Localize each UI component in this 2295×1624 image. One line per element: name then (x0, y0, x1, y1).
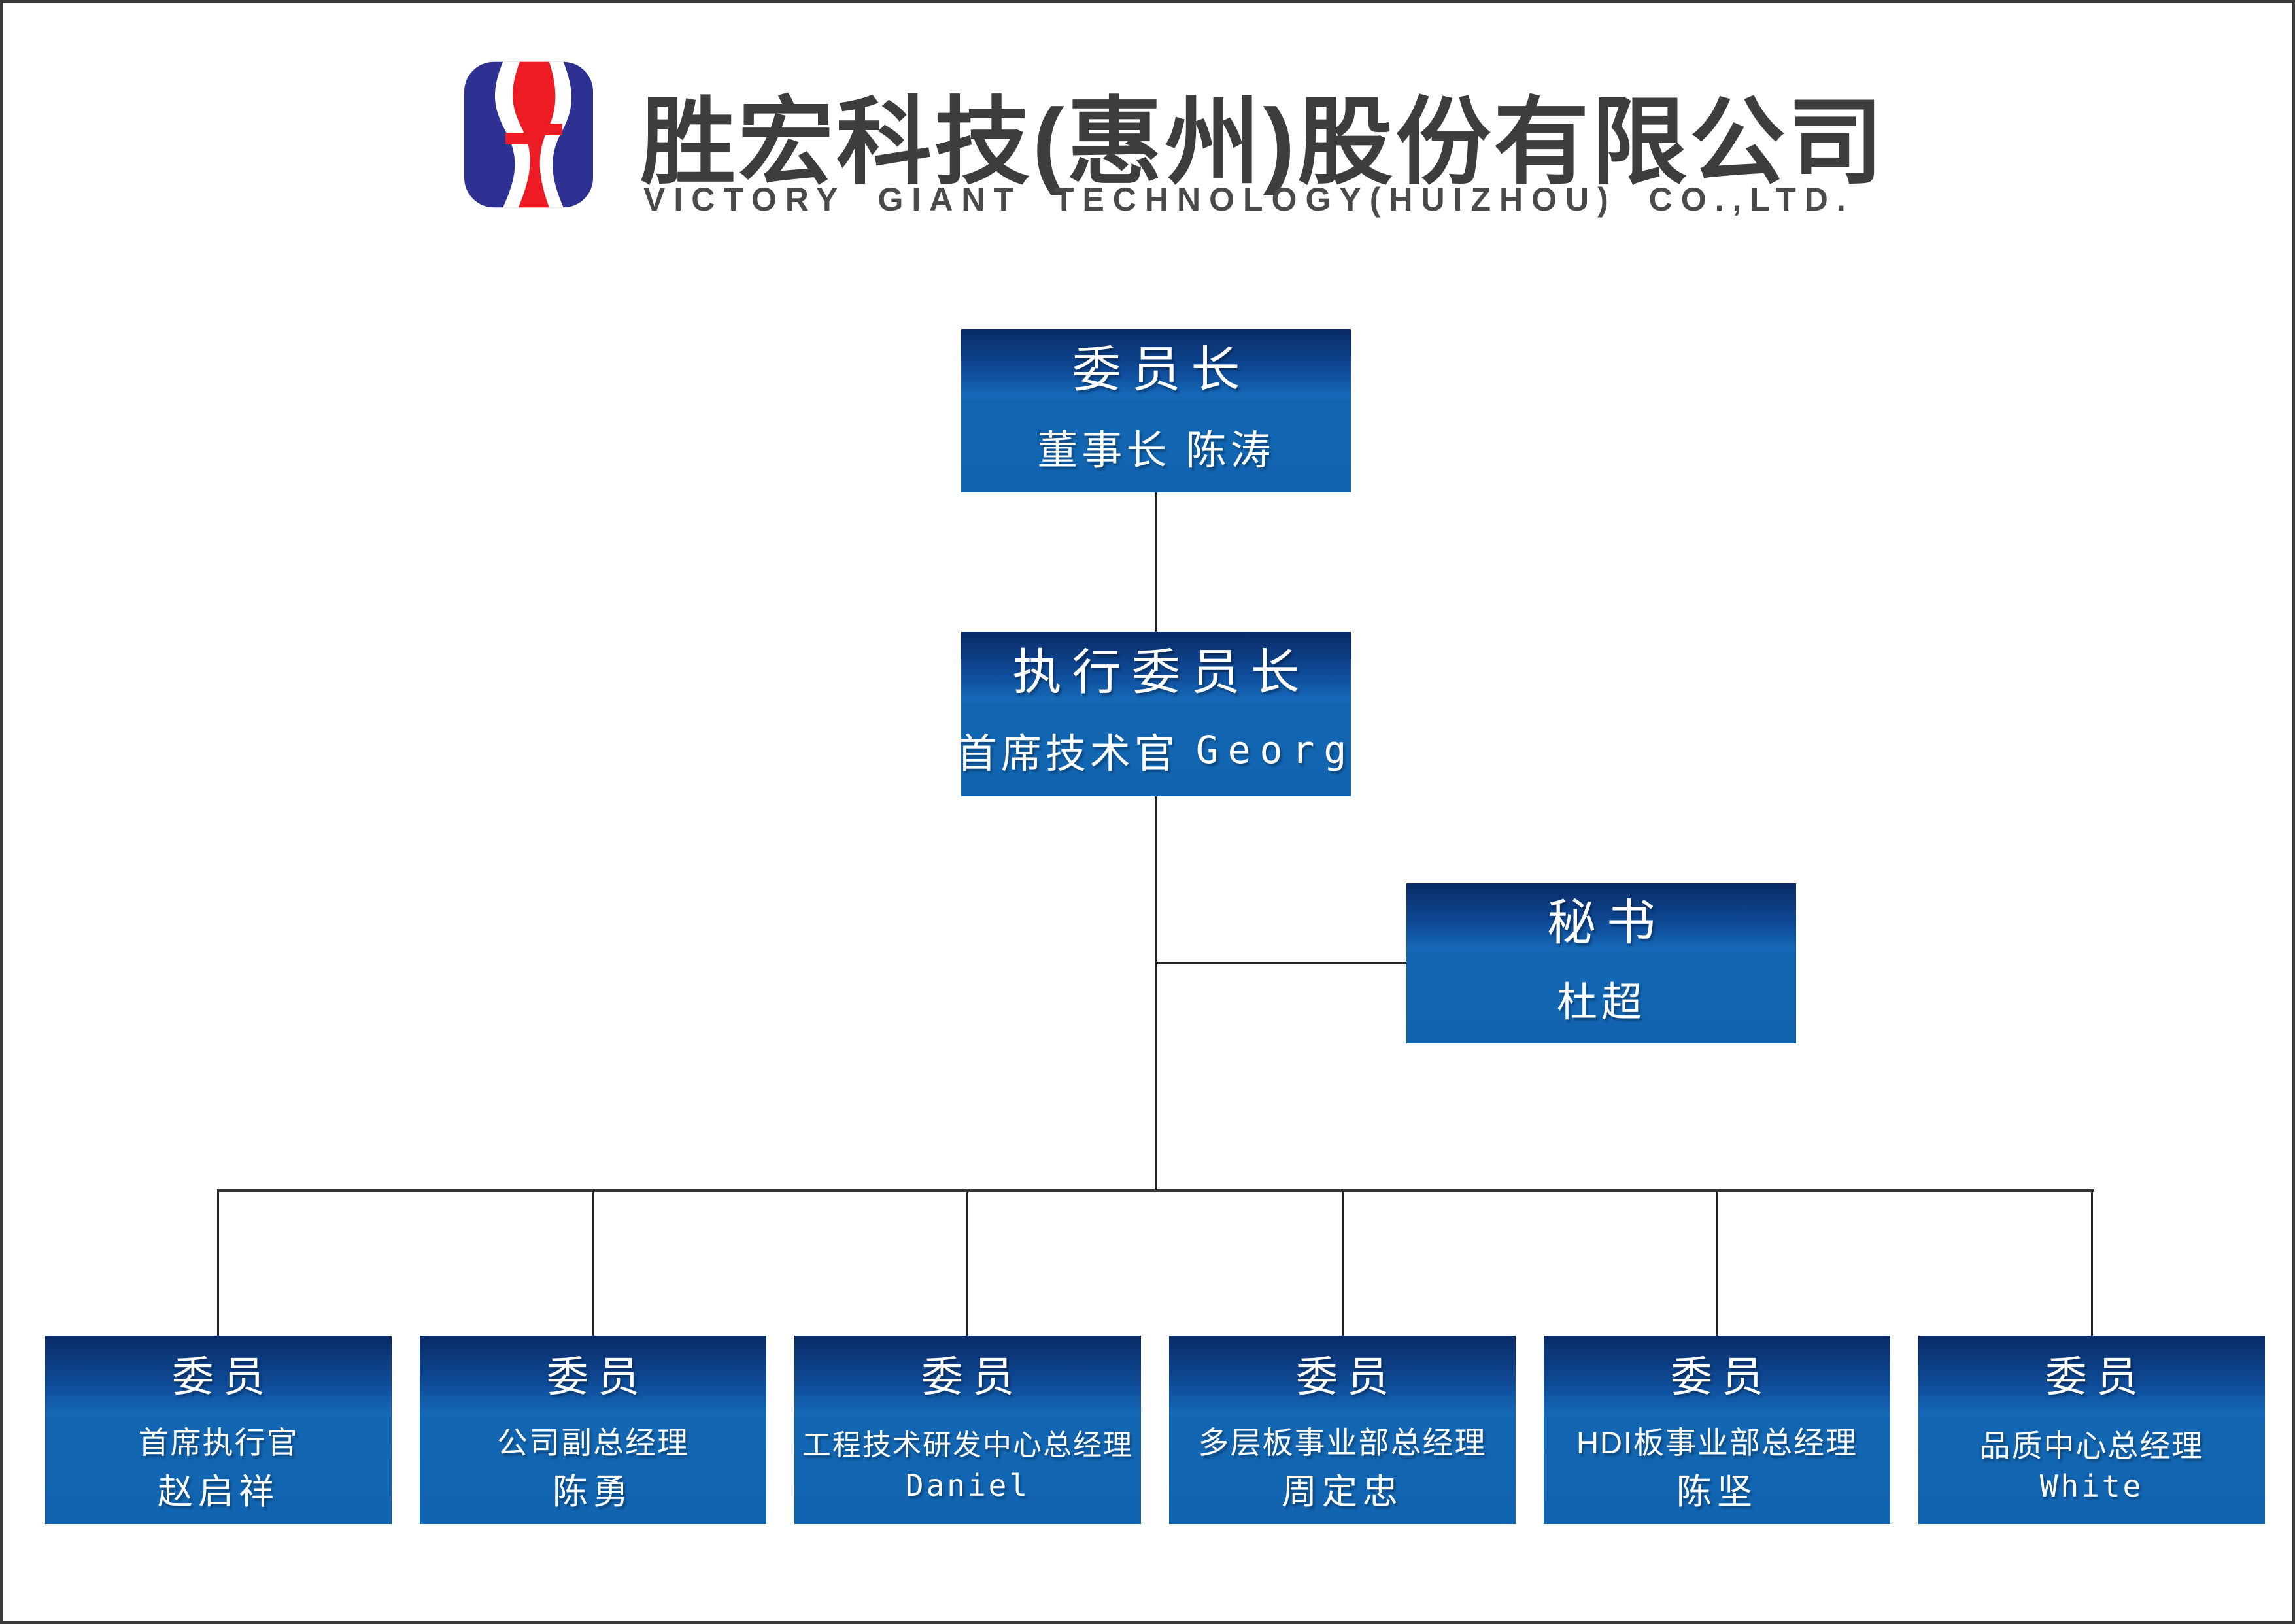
member-5-role: HDI板事业部总经理 (1576, 1425, 1858, 1461)
member-4-role: 多层板事业部总经理 (1198, 1425, 1487, 1461)
member-3-role: 工程技术研发中心总经理 (802, 1429, 1133, 1462)
company-logo-icon (464, 61, 593, 208)
member-5-name: 陈坚 (1676, 1472, 1758, 1512)
node-chairman-title: 委员长 (1072, 341, 1251, 397)
node-secretary-name: 杜超 (1556, 980, 1646, 1026)
member-4-title: 委员 (1296, 1353, 1398, 1400)
member-5-title: 委员 (1671, 1353, 1773, 1400)
member-3-title: 委员 (921, 1353, 1023, 1400)
node-member-2: 委员 公司副总经理 陈勇 (420, 1336, 766, 1524)
member-2-title: 委员 (547, 1353, 649, 1400)
node-executive-role: 首席技术官 (956, 732, 1179, 777)
node-member-1: 委员 首席执行官 赵启祥 (45, 1336, 392, 1524)
connector-drop-2 (592, 1192, 594, 1336)
connector-drop-3 (966, 1192, 968, 1336)
member-1-title: 委员 (172, 1353, 274, 1400)
node-secretary: 秘书 杜超 (1406, 883, 1796, 1043)
member-2-role: 公司副总经理 (497, 1425, 689, 1461)
member-1-name: 赵启祥 (158, 1472, 279, 1512)
member-6-role: 品质中心总经理 (1979, 1428, 2204, 1463)
node-member-5: 委员 HDI板事业部总经理 陈坚 (1544, 1336, 1890, 1524)
connector-distribution-rail (217, 1189, 2094, 1192)
connector-drop-4 (1342, 1192, 1344, 1336)
member-2-name: 陈勇 (552, 1472, 634, 1512)
node-chairman: 委员长 董事长 陈涛 (961, 329, 1351, 492)
connector-drop-5 (1716, 1192, 1718, 1336)
company-name-zh: 胜宏科技(惠州)股份有限公司 (640, 89, 1886, 195)
node-member-4: 委员 多层板事业部总经理 周定忠 (1169, 1336, 1516, 1524)
node-member-3: 委员 工程技术研发中心总经理 Daniel (794, 1336, 1141, 1524)
node-executive-name: Georg (1195, 728, 1356, 773)
node-member-6: 委员 品质中心总经理 White (1918, 1336, 2265, 1524)
connector-drop-6 (2091, 1192, 2093, 1336)
node-executive-chairman: 执行委员长 首席技术官 Georg (957, 632, 1351, 796)
company-name-en: VICTORY GIANT TECHNOLOGY(HUIZHOU) CO.,LT… (643, 181, 1854, 218)
member-6-name: White (2039, 1468, 2144, 1504)
node-secretary-title: 秘书 (1546, 895, 1666, 951)
connector-exec-rail (1155, 796, 1157, 1192)
connector-drop-1 (217, 1192, 219, 1336)
node-executive-title: 执行委员长 (1012, 644, 1310, 700)
connector-root-exec (1155, 492, 1157, 632)
connector-secretary-branch (1156, 962, 1408, 964)
member-3-name: Daniel (905, 1467, 1030, 1503)
member-4-name: 周定忠 (1282, 1472, 1403, 1512)
member-1-role: 首席执行官 (138, 1425, 299, 1461)
member-6-title: 委员 (2045, 1353, 2147, 1400)
node-chairman-subtitle: 董事长 陈涛 (1037, 428, 1275, 473)
